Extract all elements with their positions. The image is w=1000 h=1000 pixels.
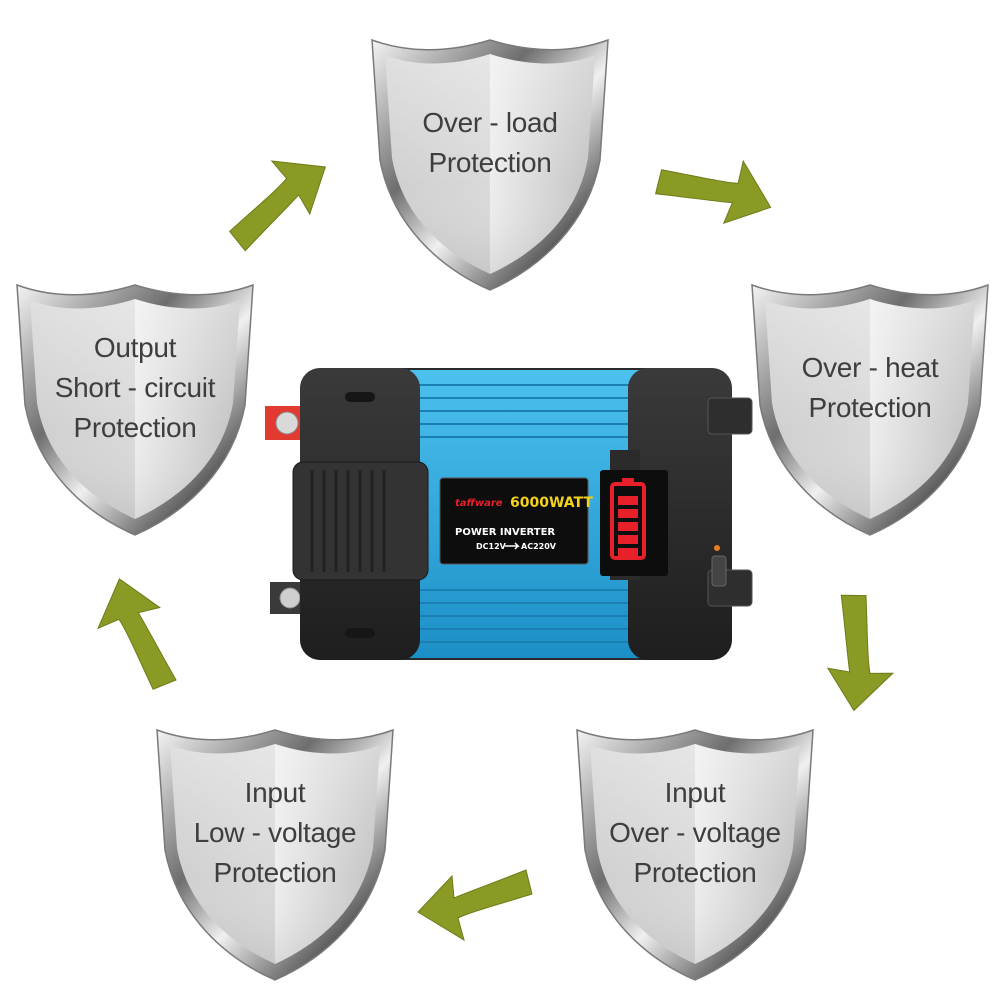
shield-text-line: Protection <box>428 147 551 178</box>
battery-level-icon <box>610 478 646 560</box>
shield-text-line: Input <box>245 777 306 808</box>
arrow-to-overload <box>209 141 344 254</box>
shield-text-line: Over - load <box>422 107 557 138</box>
power-inverter-image: taffware 6000WATT POWER INVERTER DC12V A… <box>265 368 753 660</box>
arrow-to-output-shortcircuit <box>91 572 178 697</box>
housing-ridges <box>415 384 635 643</box>
battery-bar <box>618 535 638 544</box>
left-slot-bottom <box>345 628 375 638</box>
wattage-label: 6000WATT <box>510 495 593 511</box>
shield-icon <box>156 729 394 981</box>
status-led <box>714 545 720 551</box>
battery-bar <box>618 522 638 531</box>
arrow-to-input-overvoltage <box>812 588 911 719</box>
right-end-cap <box>628 368 732 660</box>
shield-text-line: Protection <box>808 392 931 423</box>
shield-text-line: Protection <box>213 857 336 888</box>
shield-text-line: Low - voltage <box>194 817 357 848</box>
left-slot-top <box>345 392 375 402</box>
battery-bar <box>618 548 638 557</box>
shield-text-line: Over - heat <box>802 352 939 383</box>
label-panel <box>439 477 589 565</box>
left-clamp-grooves <box>310 470 386 572</box>
brand-name: taffware <box>455 498 503 509</box>
shield-text-line: Over - voltage <box>609 817 781 848</box>
terminal-positive-bolt <box>275 411 299 435</box>
conversion-to: AC220V <box>521 542 557 551</box>
terminal-negative-bolt <box>279 587 301 609</box>
battery-bar <box>618 509 638 518</box>
shield-icon <box>16 284 254 536</box>
conversion-from: DC12V <box>476 542 507 551</box>
product-label: POWER INVERTER <box>455 527 555 538</box>
shield-text-line: Input <box>665 777 726 808</box>
outlet-top <box>707 397 753 435</box>
shield-text-line: Short - circuit <box>55 372 216 403</box>
battery-bar <box>618 496 638 505</box>
arrow-to-overheat <box>649 128 785 245</box>
arrow-to-input-lowvoltage <box>417 869 533 941</box>
shield-text-line: Output <box>94 332 177 363</box>
conversion-arrow-icon <box>505 542 520 550</box>
shield-text-line: Protection <box>633 857 756 888</box>
power-switch <box>711 555 727 587</box>
shield-icon <box>576 729 814 981</box>
shield-text-line: Protection <box>73 412 196 443</box>
